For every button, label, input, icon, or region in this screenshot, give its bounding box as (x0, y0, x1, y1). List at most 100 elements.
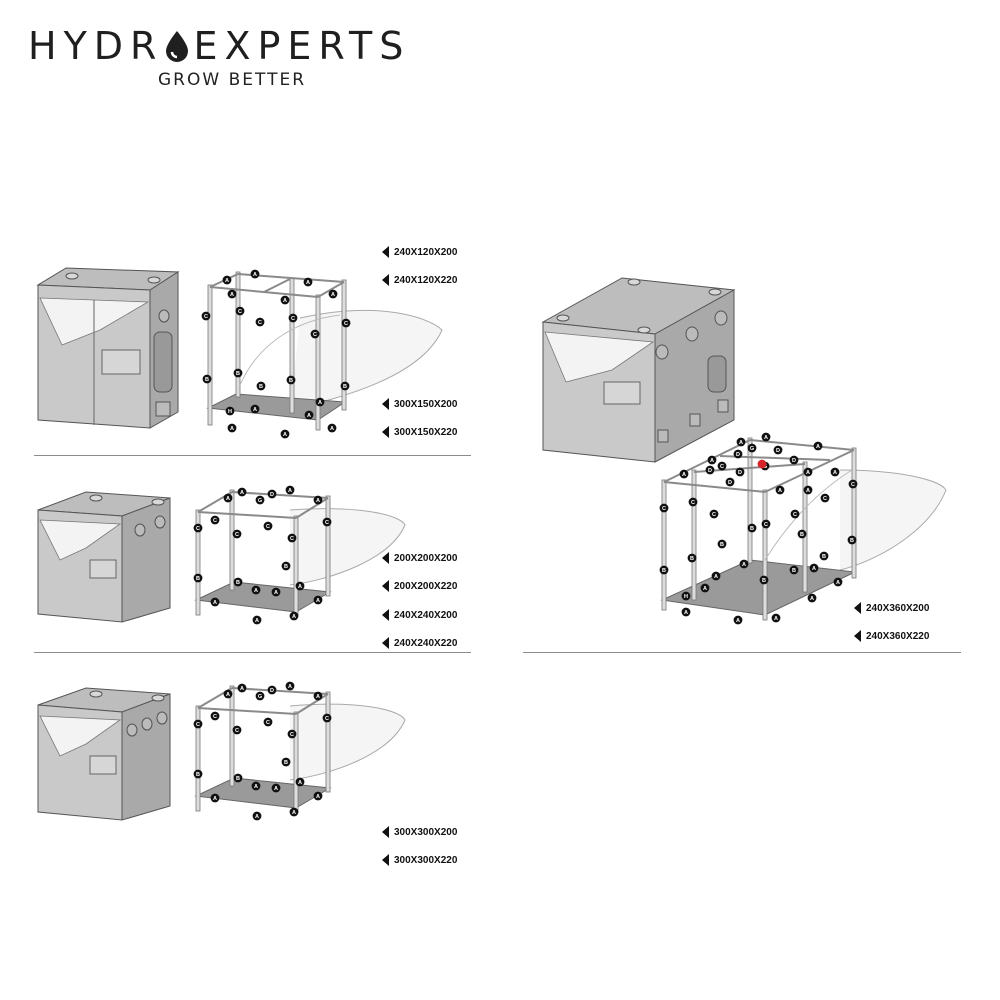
connector-marker-letter: B (720, 542, 724, 548)
connector-marker (281, 757, 291, 767)
connector-marker (315, 397, 325, 407)
frame-diagram-3 (194, 685, 406, 813)
connector-marker (295, 581, 305, 591)
connector-marker-letter: A (213, 600, 217, 606)
connector-marker (736, 437, 746, 447)
connector-marker-letter: C (851, 482, 855, 488)
connector-marker (232, 725, 242, 735)
connector-marker (235, 306, 245, 316)
connector-marker (289, 807, 299, 817)
size-label-g3-1: 200X200X220 (382, 580, 457, 592)
connector-marker-letter: B (196, 576, 200, 582)
connector-marker-letter: A (274, 590, 278, 596)
connector-marker-letter: C (291, 316, 295, 322)
connector-marker-letter: B (236, 580, 240, 586)
connector-marker (340, 381, 350, 391)
connector-marker (328, 289, 338, 299)
connector-marker (797, 529, 807, 539)
connector-marker-letter: A (316, 498, 320, 504)
connector-marker-letter: A (703, 586, 707, 592)
connector-marker (711, 571, 721, 581)
connector-marker-letter: G (750, 446, 754, 452)
connector-marker (313, 595, 323, 605)
connector-marker-letter: G (258, 694, 262, 700)
connector-marker (735, 467, 745, 477)
size-label-g4-0: 300X300X200 (382, 826, 457, 838)
connector-marker (681, 607, 691, 617)
connector-marker-letter: B (690, 556, 694, 562)
connector-marker-letter: C (196, 526, 200, 532)
connector-marker-letter: A (288, 488, 292, 494)
connector-marker-letter: A (331, 292, 335, 298)
connector-marker (322, 517, 332, 527)
connector-marker-letter: G (258, 498, 262, 504)
connector-marker-letter: C (266, 720, 270, 726)
connector-marker-letter: C (196, 722, 200, 728)
section-divider (34, 455, 471, 456)
connector-marker-letter: A (230, 292, 234, 298)
connector-marker (255, 691, 265, 701)
connector-marker (833, 577, 843, 587)
connector-marker (251, 585, 261, 595)
connector-marker-letter: H (228, 409, 232, 415)
connector-marker (700, 583, 710, 593)
tent-illustration-3 (37, 687, 171, 821)
triangle-left-icon (854, 602, 861, 614)
brand-name-part2: EXPERTS (193, 24, 411, 68)
connector-marker (223, 493, 233, 503)
connector-marker-letter: A (810, 596, 814, 602)
connector-marker-letter: A (255, 814, 259, 820)
connector-marker-letter: B (762, 578, 766, 584)
connector-marker-letter: C (764, 522, 768, 528)
connector-marker-letter: A (213, 796, 217, 802)
connector-marker (237, 487, 247, 497)
connector-marker (225, 406, 235, 416)
size-label-g1-1: 240X120X220 (382, 274, 457, 286)
connector-marker (310, 329, 320, 339)
connector-marker (285, 485, 295, 495)
connector-marker (803, 467, 813, 477)
connector-marker (705, 465, 715, 475)
size-label-g3-3: 240X240X220 (382, 637, 457, 649)
connector-marker (193, 573, 203, 583)
connector-marker (285, 681, 295, 691)
connector-marker (687, 553, 697, 563)
connector-marker (256, 381, 266, 391)
connector-marker (222, 275, 232, 285)
connector-marker-letter: A (253, 272, 257, 278)
connector-marker (237, 683, 247, 693)
connector-marker (250, 404, 260, 414)
connector-marker-letter: A (254, 588, 258, 594)
connector-marker-letter: C (235, 532, 239, 538)
triangle-left-icon (854, 630, 861, 642)
connector-marker (847, 535, 857, 545)
connector-marker-letter: C (720, 464, 724, 470)
connector-marker-letter: D (728, 480, 732, 486)
connector-marker (313, 495, 323, 505)
connector-marker-letter: A (240, 686, 244, 692)
connector-marker-letter: A (254, 784, 258, 790)
size-label-g5-1: 240X360X220 (854, 630, 929, 642)
connector-marker-letter: A (684, 610, 688, 616)
triangle-left-icon (382, 552, 389, 564)
brand-tagline: GROW BETTER (158, 70, 307, 90)
connector-marker (267, 685, 277, 695)
connector-marker (739, 559, 749, 569)
connector-marker-letter: A (307, 413, 311, 419)
connector-marker-letter: A (682, 472, 686, 478)
connector-marker-letter: D (776, 448, 780, 454)
connector-marker (681, 591, 691, 601)
connector-marker-letter: D (270, 492, 274, 498)
connector-marker-letter: A (292, 614, 296, 620)
connector-marker-letter: B (800, 532, 804, 538)
connector-marker-letter: C (204, 314, 208, 320)
connector-marker (286, 375, 296, 385)
connector-marker (193, 769, 203, 779)
connector-marker (747, 443, 757, 453)
connector-marker-letter: A (739, 440, 743, 446)
connector-marker (202, 374, 212, 384)
connector-marker (201, 311, 211, 321)
frame-diagram-4 (660, 437, 947, 621)
